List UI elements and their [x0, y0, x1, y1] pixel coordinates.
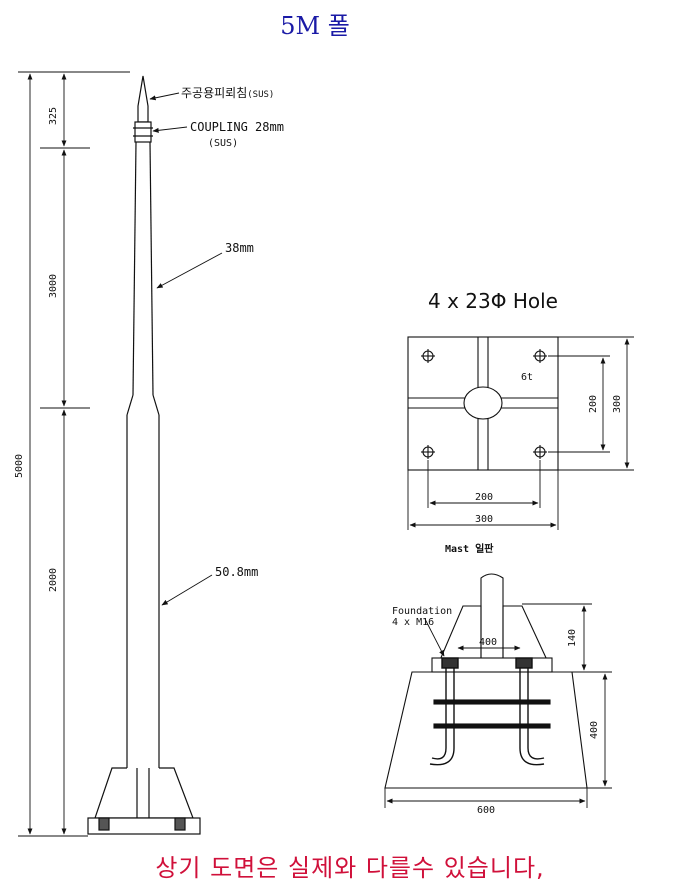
upper-diameter-label: 38mm — [225, 241, 254, 255]
plate-dim-outer-v: 300 — [612, 395, 623, 413]
coupling-material-label: (SUS) — [208, 138, 238, 149]
hole-label: 4 x 23Φ Hole — [428, 289, 558, 313]
anchor-bolts — [429, 657, 545, 766]
coupling — [134, 121, 152, 143]
plate-dimensions — [407, 336, 634, 530]
anchor-label: 4 x M16 — [392, 617, 434, 628]
base-dim-height-foundation: 400 — [589, 721, 600, 739]
base-dim-plate: 400 — [479, 637, 497, 648]
plate-dim-outer-h: 300 — [475, 514, 493, 525]
dim-low-label: 2000 — [48, 568, 59, 592]
base-dim-height-top: 140 — [567, 629, 578, 647]
plate-dim-inner-h: 200 — [475, 492, 493, 503]
disclaimer-text: 상기 도면은 실제와 다를수 있습니다, — [155, 854, 545, 882]
upper-tube-right — [149, 141, 154, 396]
base-foundation-view — [384, 573, 588, 789]
lightning-rod — [137, 75, 149, 123]
pole-base-plate — [87, 817, 201, 835]
lower-diameter-label: 50.8mm — [215, 565, 258, 579]
base-dim-width: 600 — [477, 805, 495, 816]
foundation-label: Foundation — [392, 606, 452, 617]
base-dimensions — [384, 603, 612, 808]
plate-top-view — [407, 336, 559, 471]
upper-tube-left — [132, 141, 137, 396]
foundation-block — [384, 671, 588, 789]
dim-mid-label: 3000 — [48, 274, 59, 298]
dim-total-label: 5000 — [14, 454, 25, 478]
base-title: Mast 일판 — [445, 542, 494, 555]
coupling-label: COUPLING 28mm — [190, 120, 284, 134]
pole-bolt-left — [98, 817, 110, 831]
dim-top-label: 325 — [48, 107, 59, 125]
plate-dim-inner-v: 200 — [588, 395, 599, 413]
pole-bolt-right — [174, 817, 186, 831]
pole-base-gusset — [94, 767, 194, 819]
pole-side-view — [87, 75, 201, 835]
rod-label: 주공용피뢰침(SUS) — [181, 86, 274, 100]
pole-leaders — [149, 92, 223, 606]
plate-center-hole — [463, 386, 503, 420]
plate-bolt-holes — [421, 349, 547, 459]
drawing-title: 5M 폴 — [280, 12, 350, 40]
pole-dimensions — [18, 71, 130, 837]
plate-thickness-label: 6t — [521, 372, 533, 383]
